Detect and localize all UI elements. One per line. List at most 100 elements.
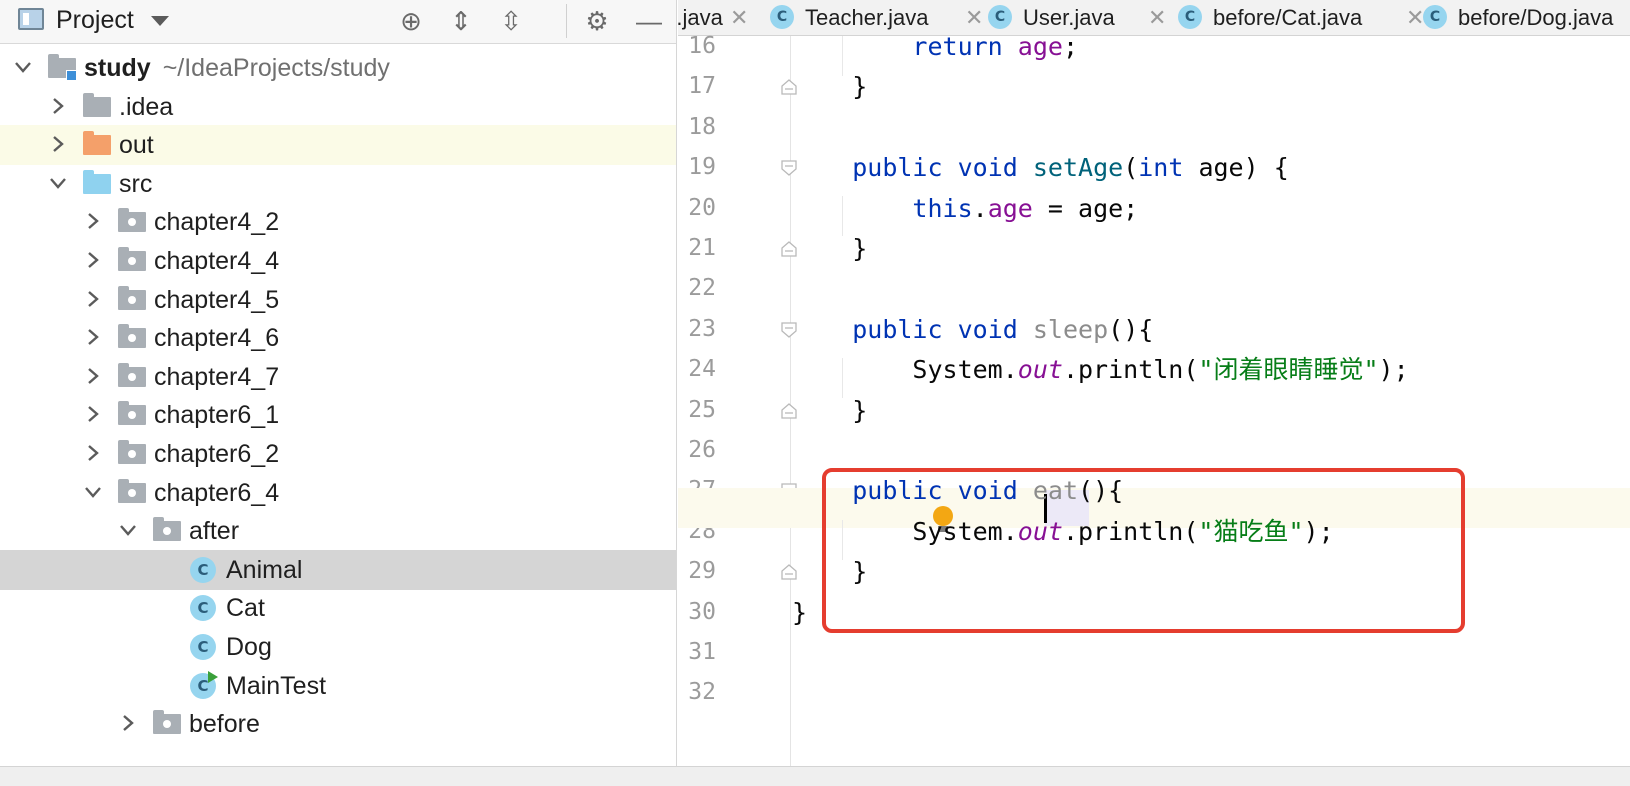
code-line: } [792, 72, 868, 101]
intention-bulb-icon[interactable] [933, 506, 953, 532]
tree-item-label: Cat [226, 594, 265, 622]
tree-item-chapter4_6[interactable]: chapter4_6 [0, 318, 676, 358]
package-icon [118, 479, 146, 504]
package-icon [118, 324, 146, 349]
identifier-highlight [1045, 490, 1089, 526]
close-icon[interactable]: ✕ [965, 5, 984, 30]
package-icon [118, 440, 146, 465]
tree-item-label: chapter4_6 [154, 324, 280, 352]
chevron-right-icon[interactable] [47, 132, 69, 156]
class-icon: C [1178, 5, 1202, 29]
package-icon [153, 710, 181, 735]
tree-item-chapter6_4[interactable]: chapter6_4 [0, 473, 676, 513]
fold-start-icon[interactable] [781, 322, 797, 338]
tree-item-study[interactable]: study~/IdeaProjects/study [0, 48, 676, 88]
line-number: 29 [688, 558, 716, 584]
tree-item-chapter4_5[interactable]: chapter4_5 [0, 280, 676, 320]
expand-all-icon[interactable]: ⇕ [450, 6, 472, 36]
close-icon[interactable]: ✕ [1148, 5, 1167, 30]
package-icon [118, 286, 146, 311]
code-line: return age; [912, 32, 1079, 61]
chevron-right-icon[interactable] [82, 209, 104, 233]
chevron-right-icon[interactable] [82, 364, 104, 388]
current-line-highlight [678, 488, 1630, 528]
tree-item-before[interactable]: before [0, 704, 676, 744]
line-number: 25 [688, 397, 716, 423]
line-number: 26 [688, 437, 716, 463]
chevron-right-icon[interactable] [82, 441, 104, 465]
tree-item-after[interactable]: after [0, 511, 676, 551]
code-line: public void setAge(int age) { [852, 153, 1289, 182]
gear-icon[interactable]: ⚙ [585, 6, 609, 36]
hide-panel-icon[interactable]: — [636, 6, 662, 36]
project-tool-window: Project ⊕ ⇕ ⇳ ⚙ — study~/IdeaProjects/st… [0, 0, 677, 766]
editor-tab-label: nt.java [678, 5, 723, 30]
code-area[interactable]: return age; } public void setAge(int age… [678, 32, 1630, 766]
fold-end-icon[interactable] [781, 79, 797, 95]
close-icon[interactable]: ✕ [1406, 5, 1425, 30]
source-folder-icon [83, 170, 111, 195]
tree-item-label: chapter6_1 [154, 401, 280, 429]
tree-item-label: chapter4_2 [154, 208, 280, 236]
tree-item-label: Dog [226, 633, 272, 661]
tree-item-chapter4_7[interactable]: chapter4_7 [0, 357, 676, 397]
tree-item-idea[interactable]: .idea [0, 87, 676, 127]
runnable-class-icon: C [190, 671, 218, 699]
fold-start-icon[interactable] [781, 160, 797, 176]
code-line: } [792, 234, 868, 263]
fold-end-icon[interactable] [781, 241, 797, 257]
chevron-down-icon[interactable] [47, 171, 69, 195]
chevron-down-icon[interactable] [82, 480, 104, 504]
tree-item-label: out [119, 131, 154, 159]
project-header: Project ⊕ ⇕ ⇳ ⚙ — [0, 0, 676, 44]
tree-item-label: chapter6_4 [154, 479, 280, 507]
line-number: 31 [688, 639, 716, 665]
code-line: System.out.println("闭着眼睛睡觉"); [792, 355, 1409, 384]
tree-item-label: study~/IdeaProjects/study [84, 54, 390, 82]
chevron-down-icon[interactable] [12, 55, 34, 79]
chevron-right-icon[interactable] [82, 325, 104, 349]
chevron-down-icon[interactable] [117, 518, 139, 542]
bottom-tool-strip [0, 766, 1630, 786]
tree-item-chapter4_2[interactable]: chapter4_2 [0, 202, 676, 242]
chevron-right-icon[interactable] [82, 287, 104, 311]
tree-item-chapter6_1[interactable]: chapter6_1 [0, 395, 676, 435]
collapse-all-icon[interactable]: ⇳ [500, 6, 522, 36]
package-icon [153, 517, 181, 542]
chevron-right-icon[interactable] [82, 248, 104, 272]
tree-item-cat[interactable]: C Cat [0, 588, 676, 628]
line-number: 18 [688, 114, 716, 140]
chevron-down-icon[interactable] [151, 16, 169, 26]
close-icon[interactable]: ✕ [730, 5, 749, 30]
tree-item-label: before [189, 710, 260, 738]
tree-item-label: .idea [119, 93, 174, 121]
code-line: public void eat(){ [852, 476, 1124, 505]
chevron-right-icon[interactable] [117, 711, 139, 735]
tree-item-label: chapter4_7 [154, 363, 280, 391]
text-caret [1044, 494, 1047, 523]
tree-item-chapter6_2[interactable]: chapter6_2 [0, 434, 676, 474]
class-icon: C [190, 595, 218, 621]
locate-file-icon[interactable]: ⊕ [400, 6, 422, 36]
code-line: } [792, 557, 868, 586]
fold-end-icon[interactable] [781, 403, 797, 419]
editor-tab-bar: nt.java✕CTeacher.java✕CUser.java✕Cbefore… [678, 0, 1630, 36]
line-number: 30 [688, 599, 716, 625]
code-line: } [792, 396, 868, 425]
package-icon [118, 208, 146, 233]
chevron-right-icon[interactable] [47, 94, 69, 118]
chevron-right-icon[interactable] [82, 402, 104, 426]
tree-item-chapter4_4[interactable]: chapter4_4 [0, 241, 676, 281]
tree-item-out[interactable]: out [0, 125, 676, 165]
editor-tab-label: before/Cat.java [1213, 5, 1363, 30]
fold-end-icon[interactable] [781, 564, 797, 580]
indent-guide [842, 196, 843, 236]
project-title[interactable]: Project [56, 6, 134, 34]
code-line: } [792, 598, 808, 627]
indent-guide [842, 520, 843, 560]
tree-item-src[interactable]: src [0, 164, 676, 204]
editor-tab-label: User.java [1023, 5, 1115, 30]
